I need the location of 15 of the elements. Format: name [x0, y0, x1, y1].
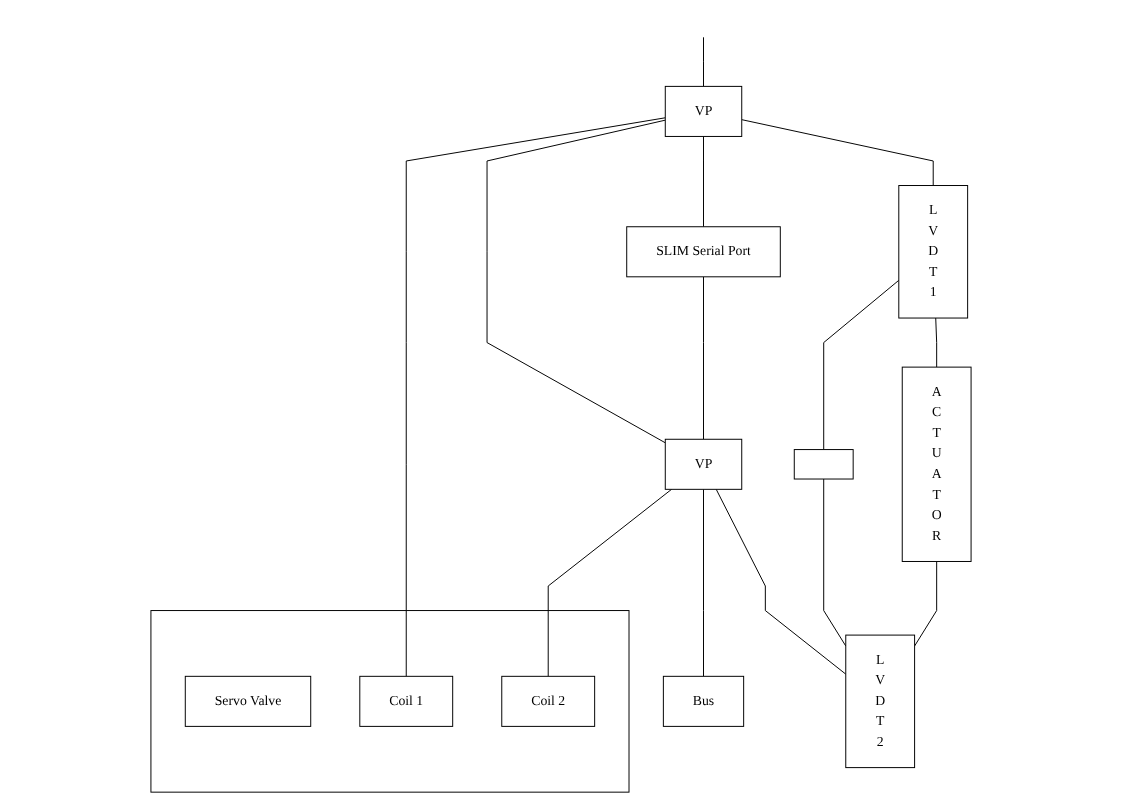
connector — [703, 135, 704, 228]
connector — [703, 36, 704, 87]
node-box — [793, 449, 854, 480]
connector — [547, 488, 673, 677]
connector — [703, 276, 704, 440]
connector — [914, 561, 938, 647]
connector — [486, 119, 666, 444]
connector — [823, 478, 847, 647]
connector — [405, 117, 666, 677]
connector — [935, 317, 938, 368]
connector — [715, 488, 847, 675]
connector — [703, 488, 704, 677]
connector — [823, 279, 900, 451]
cluster — [150, 610, 630, 793]
connector — [741, 119, 934, 186]
